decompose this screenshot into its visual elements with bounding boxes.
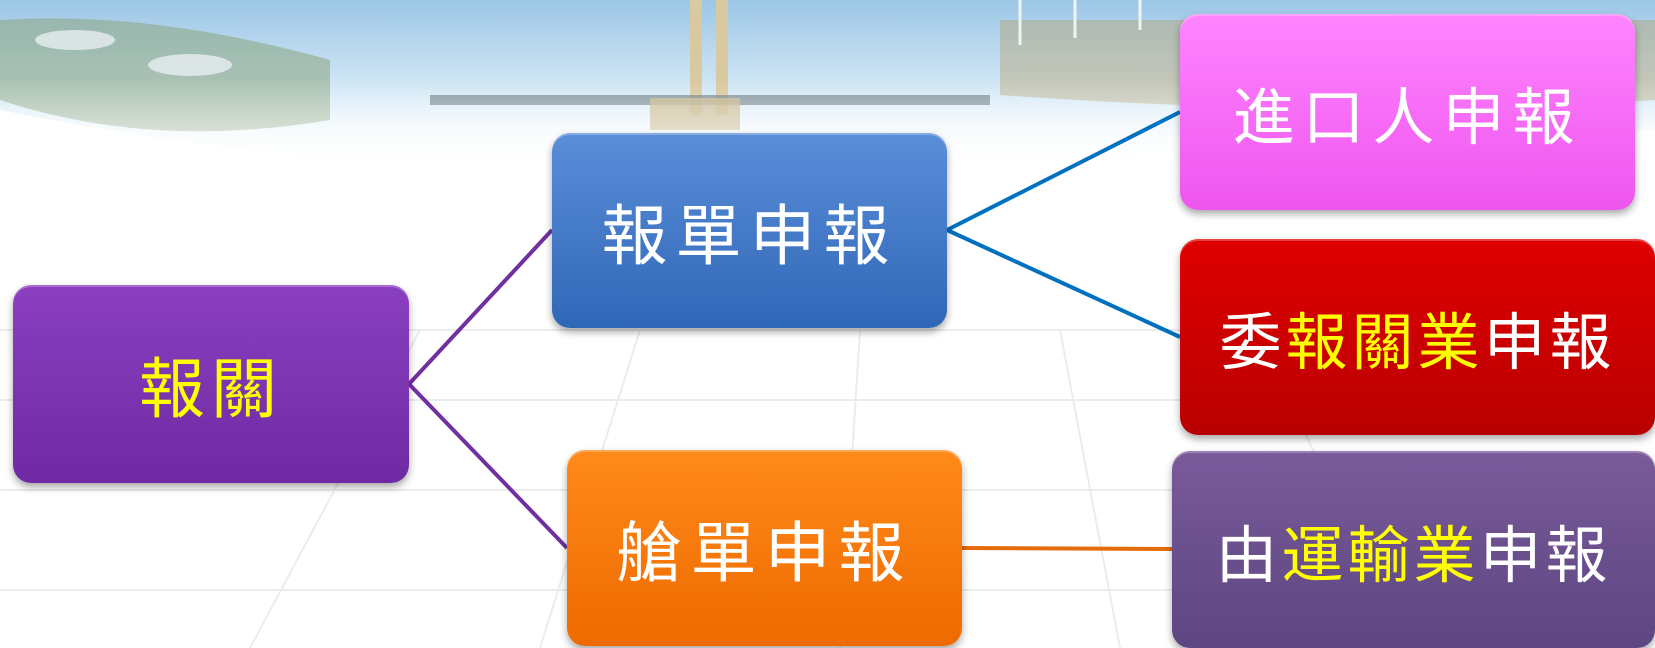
- node-label-segment: 申報: [1479, 518, 1612, 592]
- node-manifest-filing: 艙單申報: [567, 450, 962, 646]
- node-label-segment: 報單申報: [601, 197, 898, 275]
- node-label-segment: 報關: [139, 351, 283, 428]
- connector-declaration-importer: [946, 110, 1181, 232]
- node-label-segment: 進口人申報: [1232, 81, 1583, 154]
- node-customs-clearance: 報關: [13, 285, 409, 483]
- node-declaration-filing: 報單申報: [552, 133, 947, 328]
- node-broker-filing: 委報關業申報: [1180, 239, 1655, 435]
- node-label-segment: 運輸業: [1281, 518, 1480, 592]
- connector-root-manifest: [407, 382, 569, 550]
- connector-manifest-carrier: [961, 546, 1173, 551]
- node-carrier-filing: 由運輸業申報: [1172, 451, 1655, 648]
- node-label-segment: 報關業: [1285, 306, 1484, 379]
- node-importer-filing: 進口人申報: [1180, 14, 1635, 210]
- node-label-segment: 由: [1215, 518, 1282, 592]
- node-label-segment: 申報: [1483, 306, 1616, 379]
- connector-declaration-broker: [946, 228, 1181, 339]
- node-label-segment: 艙單申報: [616, 515, 913, 592]
- node-label-segment: 委: [1219, 306, 1286, 379]
- connector-root-declaration: [407, 228, 554, 386]
